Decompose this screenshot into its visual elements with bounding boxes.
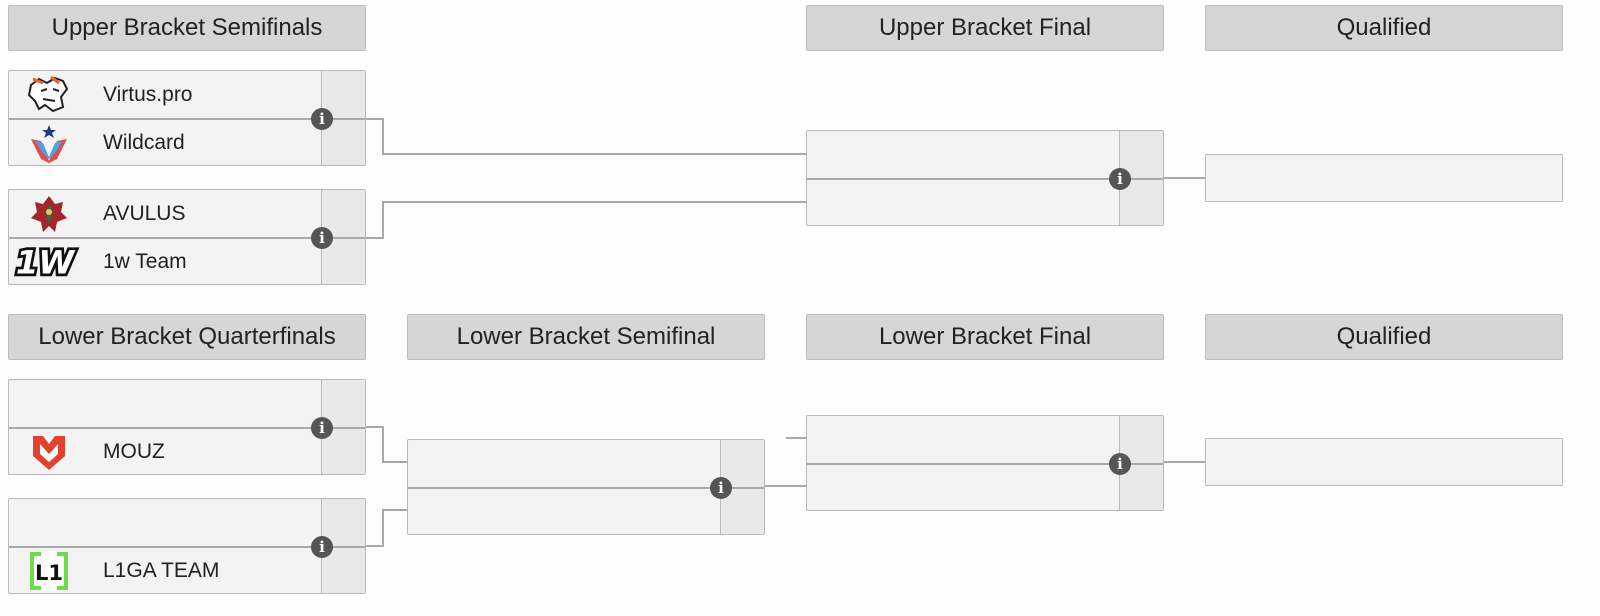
connector-line [382,201,384,239]
team-row[interactable]: 1W 1w Team [9,238,187,286]
match-info-icon[interactable]: i [311,536,333,558]
connector-line [382,461,407,463]
team-name: MOUZ [103,440,165,463]
l1ga-team-logo: L1 [17,547,81,595]
header-upper-bracket-final: Upper Bracket Final [806,5,1164,51]
match-info-icon[interactable]: i [1109,168,1131,190]
wildcard-logo [17,119,81,167]
match-upper-final[interactable]: i [806,130,1164,226]
connector-line [765,485,806,487]
match-divider [9,546,365,548]
team-row-empty [9,499,31,547]
match-divider [807,178,1163,180]
team-row[interactable]: AVULUS [9,190,185,238]
1w-team-logo: 1W [13,238,81,286]
match-lower-quarterfinal-2[interactable]: L1 L1GA TEAM i [8,498,366,594]
avulus-logo [17,190,81,238]
team-name: AVULUS [103,202,186,225]
match-divider [807,463,1163,465]
header-lower-bracket-semifinal: Lower Bracket Semifinal [407,314,765,360]
match-info-icon[interactable]: i [1109,453,1131,475]
connector-line [366,426,384,428]
match-info-icon[interactable]: i [311,108,333,130]
team-name: 1w Team [103,250,187,273]
connector-line [382,426,384,463]
header-qualified-upper: Qualified [1205,5,1563,51]
team-name: Virtus.pro [103,83,193,106]
team-row[interactable]: MOUZ [9,428,165,476]
connector-line [1164,177,1205,179]
team-row[interactable]: Wildcard [9,119,185,167]
connector-line [382,201,806,203]
match-info-icon[interactable]: i [311,417,333,439]
connector-line [382,118,384,155]
svg-text:L1: L1 [35,561,63,585]
match-divider [9,237,365,239]
svg-text:1W: 1W [16,244,76,282]
team-name: L1GA TEAM [103,559,220,582]
connector-line [382,509,384,547]
header-lower-bracket-quarterfinals: Lower Bracket Quarterfinals [8,314,366,360]
match-info-icon[interactable]: i [311,227,333,249]
match-lower-final[interactable]: i [806,415,1164,511]
connector-line [382,509,407,511]
team-row[interactable]: Virtus.pro [9,71,193,119]
connector-line [1164,461,1205,463]
match-divider [408,487,764,489]
match-lower-semifinal[interactable]: i [407,439,765,535]
connector-line [366,118,384,120]
qualified-slot-lower [1205,438,1563,486]
header-lower-bracket-final: Lower Bracket Final [806,314,1164,360]
team-name: Wildcard [103,131,185,154]
connector-line [366,545,384,547]
match-divider [9,118,365,120]
match-upper-semifinal-2[interactable]: AVULUS 1W 1w Team i [8,189,366,285]
connector-line [366,237,384,239]
mouz-logo [17,428,81,476]
connector-stub [786,437,806,439]
virtus-pro-logo [17,71,81,119]
match-divider [9,427,365,429]
header-qualified-lower: Qualified [1205,314,1563,360]
team-row-empty [9,380,31,428]
connector-line [382,153,806,155]
match-lower-quarterfinal-1[interactable]: MOUZ i [8,379,366,475]
match-upper-semifinal-1[interactable]: Virtus.pro Wildcard i [8,70,366,166]
header-upper-bracket-semifinals: Upper Bracket Semifinals [8,5,366,51]
match-info-icon[interactable]: i [710,477,732,499]
qualified-slot-upper [1205,154,1563,202]
team-row[interactable]: L1 L1GA TEAM [9,547,219,595]
